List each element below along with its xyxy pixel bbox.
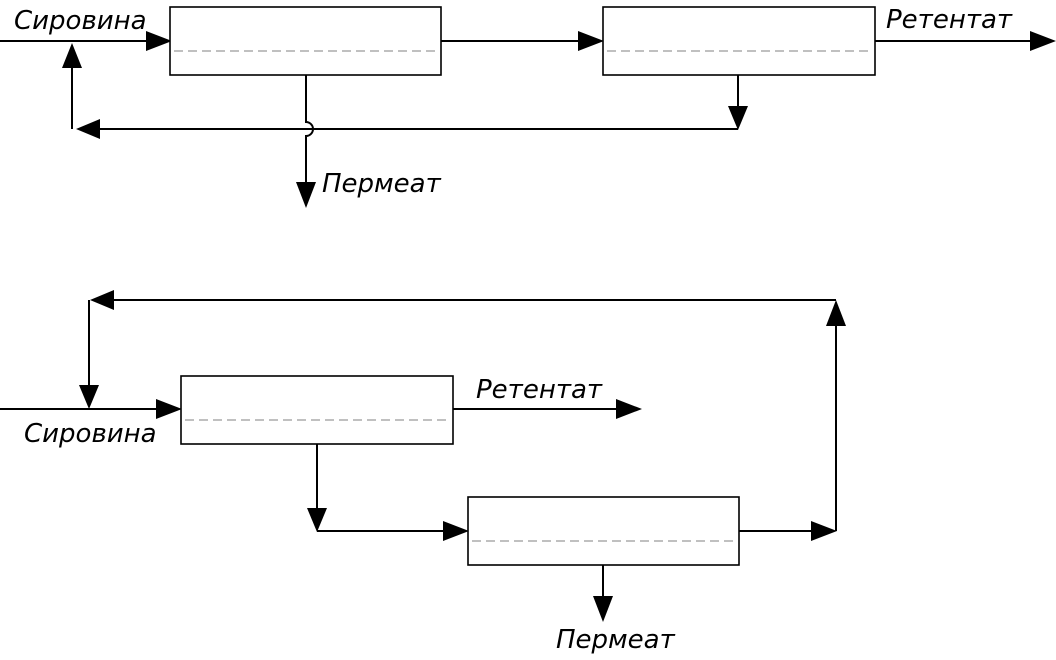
bottom-recycle-riser-arrow bbox=[826, 300, 846, 326]
bottom-permeate-drop-arrow bbox=[307, 508, 327, 532]
top-retentate-label: Ретентат bbox=[886, 5, 1013, 35]
bottom-recycle-arrow bbox=[90, 290, 114, 310]
top-recycle-drop-arrow bbox=[728, 106, 748, 130]
bottom-membrane-module-2 bbox=[467, 496, 740, 566]
top-recycle-riser-arrow bbox=[62, 43, 82, 68]
top-feed-label: Сировина bbox=[14, 6, 147, 36]
bottom-feed-arrow bbox=[156, 399, 182, 419]
top-interstage-arrow bbox=[578, 31, 604, 51]
bottom-retentate-label: Ретентат bbox=[476, 375, 603, 405]
top-feed-arrow bbox=[146, 31, 172, 51]
bottom-interstage-arrow bbox=[443, 521, 469, 541]
top-permeate-line bbox=[305, 75, 314, 186]
top-permeate-label: Пермеат bbox=[322, 169, 442, 199]
top-scheme: Сировина Ретентат Пермеат bbox=[0, 5, 1056, 208]
top-membrane-module-2 bbox=[602, 6, 876, 76]
bottom-recycle-out-arrow bbox=[811, 521, 837, 541]
bottom-permeate-label: Пермеат bbox=[556, 625, 676, 655]
bottom-feed-label: Сировина bbox=[24, 419, 157, 449]
bottom-recycle-drop-arrow bbox=[79, 385, 99, 409]
top-recycle-arrow bbox=[76, 119, 100, 139]
bottom-membrane-module-1 bbox=[180, 375, 454, 445]
bottom-retentate-arrow bbox=[616, 399, 642, 419]
bottom-scheme: Ретентат Сировина Пермеат bbox=[0, 290, 846, 655]
bottom-permeate-arrow bbox=[593, 596, 613, 622]
top-membrane-module-1 bbox=[169, 6, 442, 76]
top-retentate-arrow bbox=[1030, 31, 1056, 51]
top-permeate-arrow bbox=[296, 182, 316, 208]
